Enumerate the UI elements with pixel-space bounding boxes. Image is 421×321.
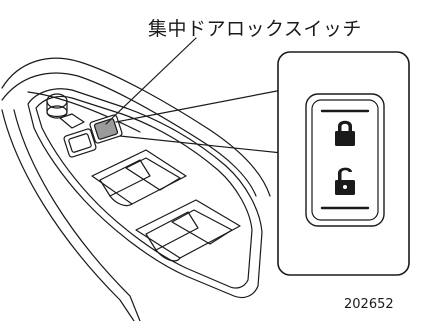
unlocked-padlock-icon bbox=[335, 167, 355, 195]
small-switch-row bbox=[63, 128, 97, 158]
window-switch-upper bbox=[91, 149, 187, 207]
central-door-lock-switch bbox=[89, 114, 123, 144]
mirror-control-knob bbox=[46, 93, 85, 129]
switch-panel bbox=[27, 88, 263, 299]
central-door-lock-switch-label: 集中ドアロックスイッチ bbox=[148, 18, 362, 40]
figure-number: 202652 bbox=[344, 297, 394, 312]
callout-leader bbox=[105, 37, 197, 125]
locked-padlock-icon bbox=[335, 120, 355, 146]
switch-inset bbox=[277, 51, 410, 276]
window-switch-lower bbox=[135, 199, 241, 262]
zoom-lines bbox=[115, 89, 283, 154]
door-trim-outline bbox=[1, 57, 271, 321]
